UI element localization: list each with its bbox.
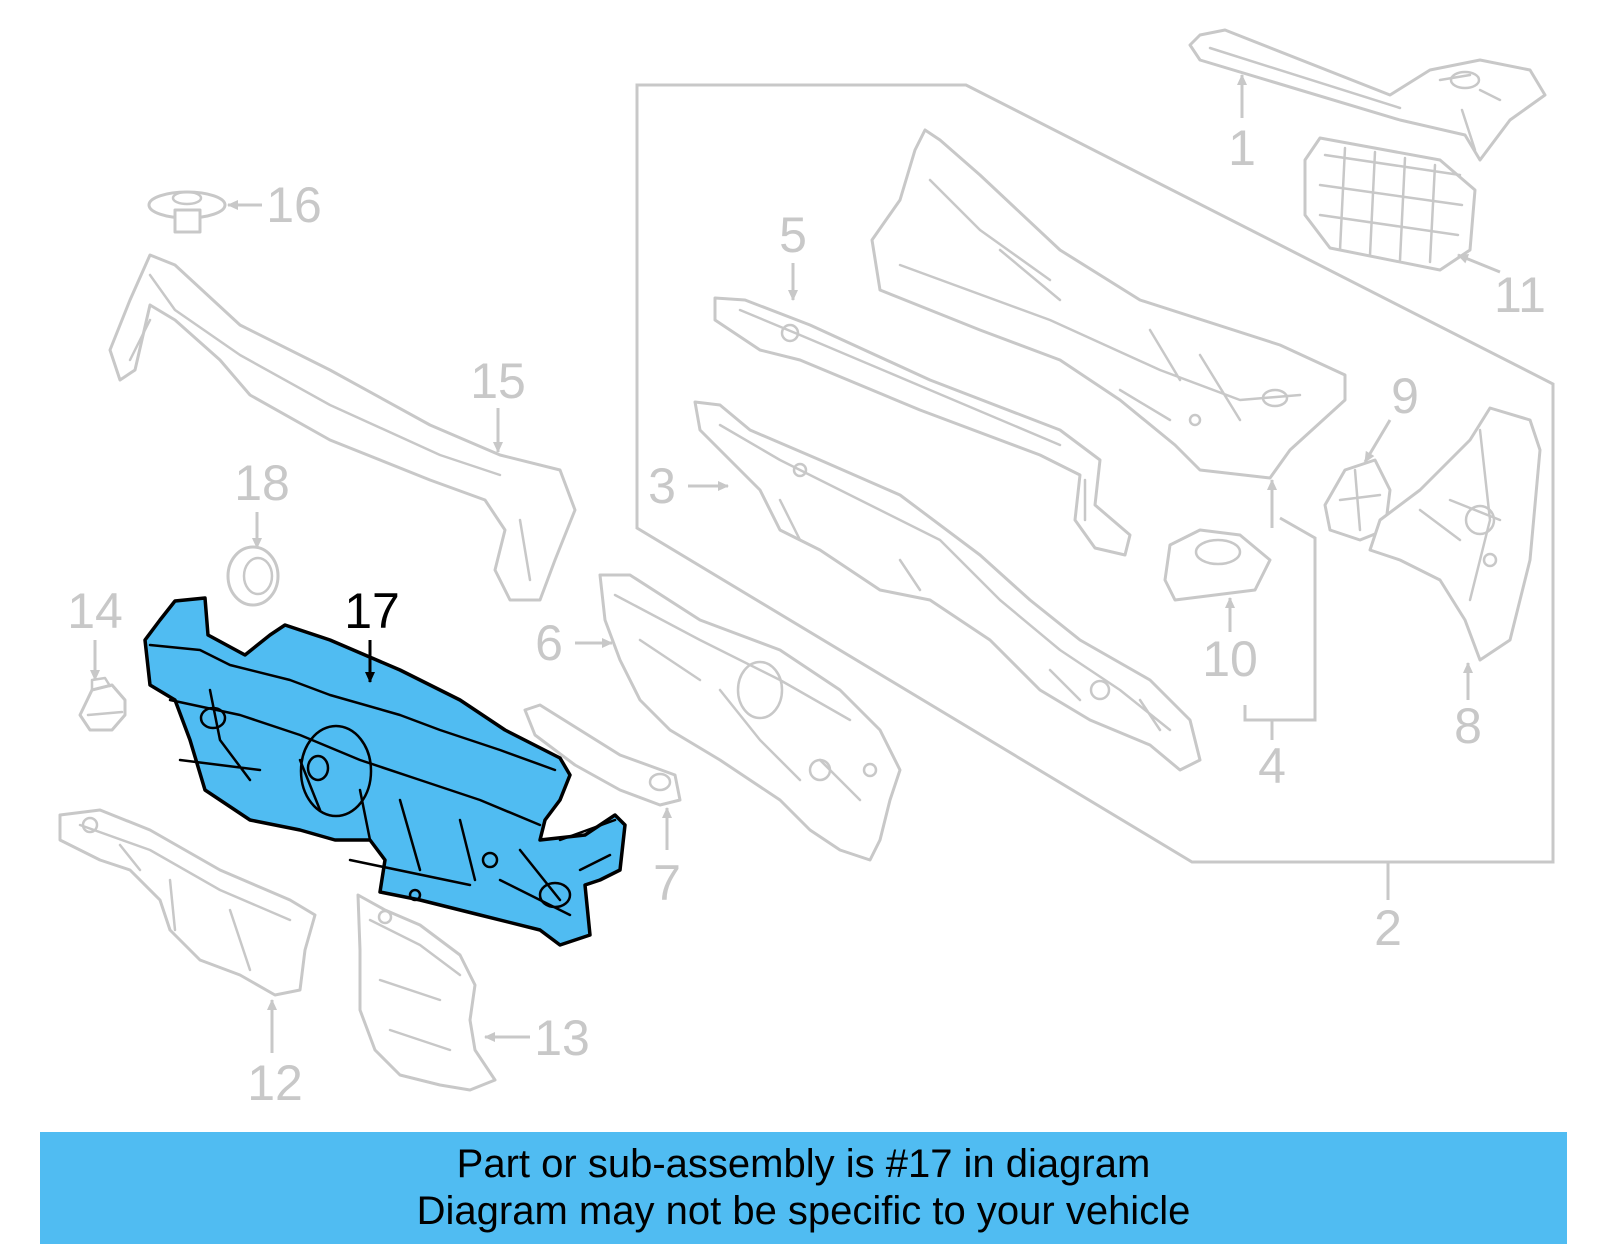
part-12 [58,808,317,997]
callout-16: 16 [266,177,322,233]
part-15 [108,253,577,602]
part-8 [1368,406,1542,662]
assembly-bracket-2 [635,83,1555,864]
sub-bracket-4 [1243,516,1317,722]
callout-11: 11 [1494,267,1546,323]
callout-15: 15 [470,353,526,409]
part-18 [226,545,280,607]
part-7 [523,703,682,807]
parts-diagram: 1 11 16 5 15 9 3 18 17 14 6 10 8 4 7 2 1… [58,28,1555,1111]
callout-18: 18 [234,455,290,511]
banner-line-2: Diagram may not be specific to your vehi… [416,1189,1191,1233]
callout-5: 5 [779,207,807,263]
part-1 [1188,28,1547,162]
part-10 [1163,528,1272,602]
callout-8: 8 [1454,698,1482,754]
part-5 [870,128,1347,480]
part-17 [143,596,627,947]
part-11 [1303,136,1477,272]
part-16 [147,190,227,234]
part-6 [598,573,902,862]
part-13 [356,893,497,1092]
callout-3: 3 [648,458,676,514]
callout-7: 7 [653,855,681,911]
callout-labels: 1 11 16 5 15 9 3 18 17 14 6 10 8 4 7 2 1… [67,120,1546,1111]
callout-9: 9 [1391,368,1419,424]
leader-9 [1363,419,1392,463]
callout-6: 6 [535,615,563,671]
leader-lines [90,74,1501,1053]
callout-17: 17 [344,583,400,639]
callout-2: 2 [1374,900,1402,956]
callout-1: 1 [1228,120,1256,176]
callout-13: 13 [534,1010,590,1066]
part-14 [78,676,127,732]
callout-4: 4 [1258,738,1286,794]
info-banner: Part or sub-assembly is #17 in diagram D… [40,1132,1567,1244]
part-5-bar [713,296,1132,557]
banner-line-1: Part or sub-assembly is #17 in diagram [456,1142,1151,1186]
callout-14: 14 [67,583,123,639]
part-9 [1323,458,1392,542]
callout-12: 12 [247,1055,303,1111]
callout-10: 10 [1202,631,1258,687]
leader-11 [1457,253,1501,274]
part-3 [693,400,1202,772]
